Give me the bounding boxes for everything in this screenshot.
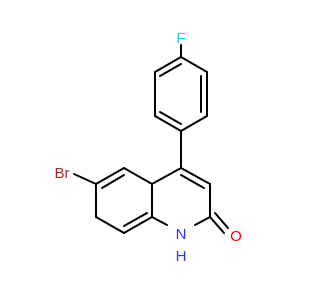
bond bbox=[180, 174, 205, 189]
fluorine-label: F bbox=[176, 30, 185, 47]
bond bbox=[159, 63, 182, 77]
bromine-label: Br bbox=[55, 165, 70, 182]
bond bbox=[151, 216, 168, 226]
atom-labels: F Br N H O bbox=[55, 30, 242, 265]
bond bbox=[180, 56, 208, 73]
oxygen-label: O bbox=[230, 228, 242, 245]
bond bbox=[73, 173, 97, 185]
structure-diagram: F Br N H O bbox=[55, 30, 242, 265]
bond bbox=[194, 216, 211, 226]
bond bbox=[214, 212, 229, 229]
bond bbox=[101, 174, 125, 189]
bond bbox=[209, 216, 225, 234]
bond bbox=[180, 167, 211, 185]
bond bbox=[154, 56, 182, 73]
bond bbox=[123, 212, 148, 227]
bond bbox=[123, 216, 153, 234]
bond bbox=[151, 167, 182, 185]
hydrogen-label: H bbox=[176, 248, 187, 265]
bond bbox=[95, 167, 125, 185]
bond bbox=[180, 115, 208, 132]
nitrogen-label: N bbox=[176, 226, 187, 243]
bond bbox=[159, 111, 182, 125]
bond bbox=[123, 167, 153, 185]
bond bbox=[95, 216, 125, 234]
bonds bbox=[73, 44, 229, 234]
bond bbox=[154, 115, 182, 132]
